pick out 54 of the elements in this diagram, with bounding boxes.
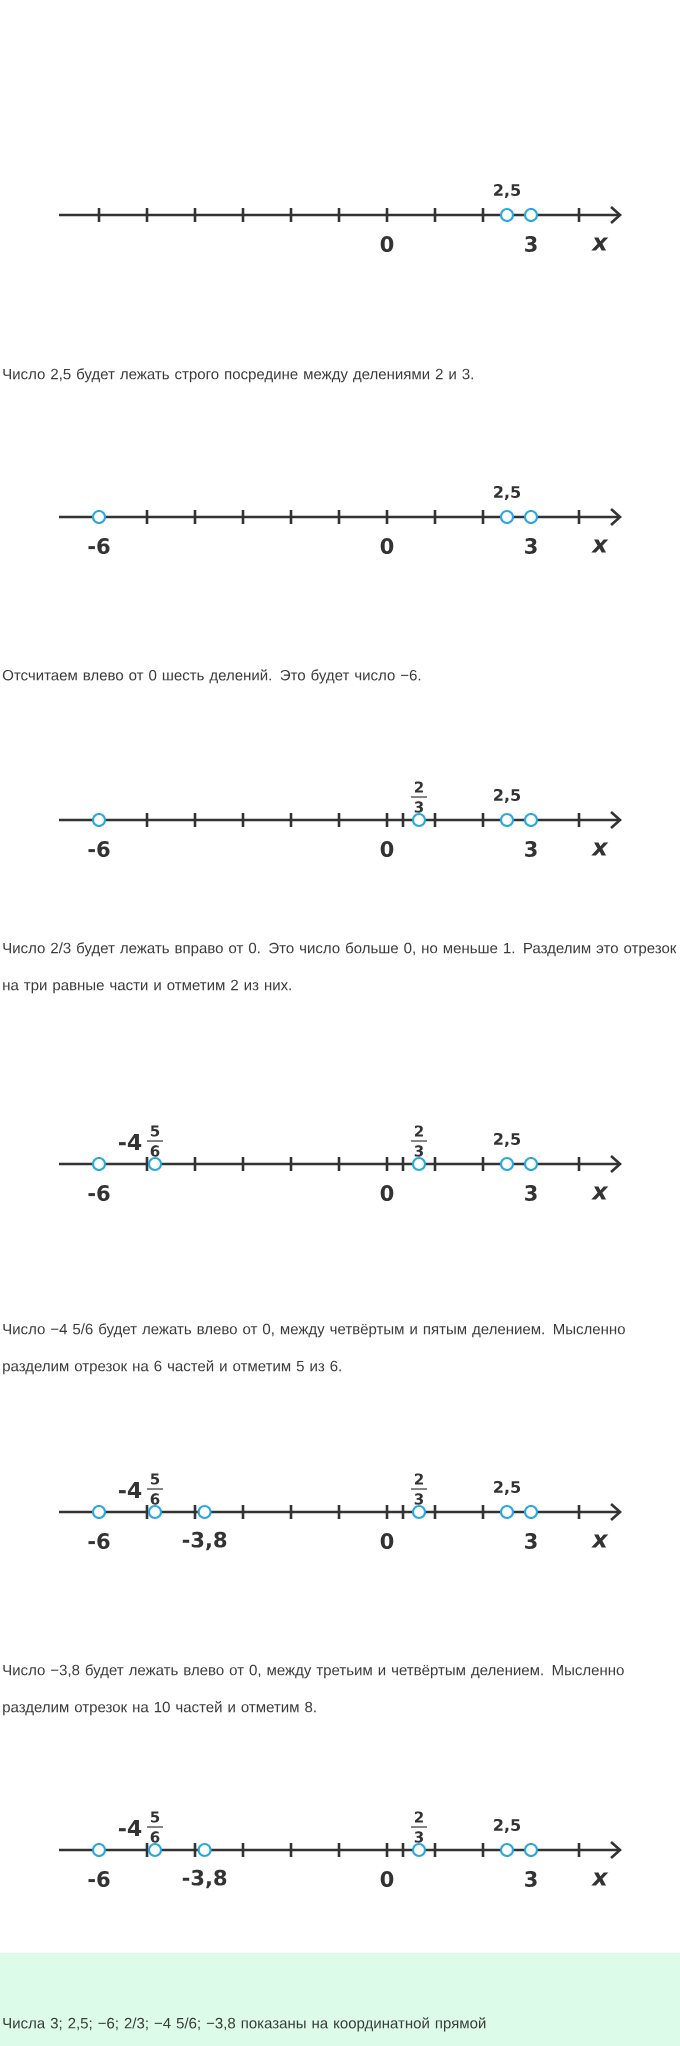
axis-label: x bbox=[591, 1534, 609, 1548]
number-label: -4 bbox=[118, 1820, 142, 1837]
axis-label: x bbox=[591, 1872, 609, 1886]
fraction-denominator: 3 bbox=[414, 801, 423, 813]
explanation-text: Отсчитаем влево от 0 шесть делений. Это будет число −6. bbox=[2, 669, 421, 684]
fraction-denominator: 6 bbox=[150, 1145, 160, 1157]
number-label: 2,5 bbox=[494, 1480, 521, 1496]
axis-label: x bbox=[591, 1186, 609, 1200]
number-label: -6 bbox=[88, 841, 110, 857]
fraction-numerator: 2 bbox=[414, 1125, 423, 1137]
number-label: 2,5 bbox=[494, 788, 521, 804]
number-label: 3 bbox=[525, 1533, 537, 1549]
axis-label: x bbox=[591, 237, 609, 251]
fraction-numerator: 2 bbox=[414, 781, 423, 793]
explanation-text: Число −4 5/6 будет лежать влево от 0, между четвёртым и пятым делением. Мысленно разделим отрезок на 6 частей и отметим 5 из 6. bbox=[3, 1323, 625, 1375]
number-label: 0 bbox=[380, 1533, 394, 1549]
number-label: 2,5 bbox=[494, 485, 521, 501]
number-label: 3 bbox=[525, 1185, 537, 1201]
axis-label: x bbox=[591, 842, 609, 856]
number-label: -6 bbox=[88, 1185, 110, 1201]
number-label: 3 bbox=[525, 1871, 537, 1887]
fraction-denominator: 3 bbox=[414, 1831, 423, 1843]
explanation-text: Число −3,8 будет лежать влево от 0, между третьим и четвёртым делением. Мысленно разделим отрезок на 10 частей и отметим 8. bbox=[3, 1664, 624, 1716]
number-label: 0 bbox=[380, 236, 394, 252]
axis-label: x bbox=[591, 539, 609, 553]
number-label: 3 bbox=[525, 841, 537, 857]
number-label: -3,8 bbox=[182, 1869, 227, 1889]
number-label: -4 bbox=[118, 1482, 142, 1499]
fraction-numerator: 5 bbox=[150, 1125, 160, 1137]
fraction-denominator: 3 bbox=[414, 1493, 423, 1505]
number-label: -3,8 bbox=[182, 1531, 227, 1551]
number-label: 2,5 bbox=[494, 1818, 521, 1834]
number-label: -4 bbox=[118, 1134, 142, 1151]
number-label: 0 bbox=[380, 1185, 394, 1201]
number-label: 0 bbox=[380, 1871, 394, 1887]
number-label: 0 bbox=[380, 841, 394, 857]
number-label: -6 bbox=[88, 538, 110, 554]
fraction-numerator: 2 bbox=[414, 1473, 423, 1485]
explanation-text: Число 2/3 будет лежать вправо от 0. Это число больше 0, но меньше 1. Разделим это отрезок на три равные части и отметим 2 из них. bbox=[3, 942, 677, 994]
fraction-numerator: 2 bbox=[414, 1811, 423, 1823]
number-label: -6 bbox=[88, 1871, 110, 1887]
fraction-numerator: 5 bbox=[150, 1811, 160, 1823]
fraction-denominator: 6 bbox=[150, 1831, 160, 1843]
fraction-denominator: 6 bbox=[150, 1493, 160, 1505]
answer-panel: Числа 3; 2,5; −6; 2/3; −4 5/6; −3,8 показаны на координатной прямой bbox=[0, 1953, 680, 2046]
number-label: 3 bbox=[525, 538, 537, 554]
number-label: -6 bbox=[88, 1533, 110, 1549]
fraction-denominator: 3 bbox=[414, 1145, 423, 1157]
fraction-numerator: 5 bbox=[150, 1473, 160, 1485]
number-label: 2,5 bbox=[494, 183, 521, 199]
number-label: 3 bbox=[525, 236, 537, 252]
explanation-text: Число 2,5 будет лежать строго посредине между делениями 2 и 3. bbox=[3, 368, 473, 383]
number-label: 2,5 bbox=[494, 1132, 521, 1148]
number-label: 0 bbox=[380, 538, 394, 554]
